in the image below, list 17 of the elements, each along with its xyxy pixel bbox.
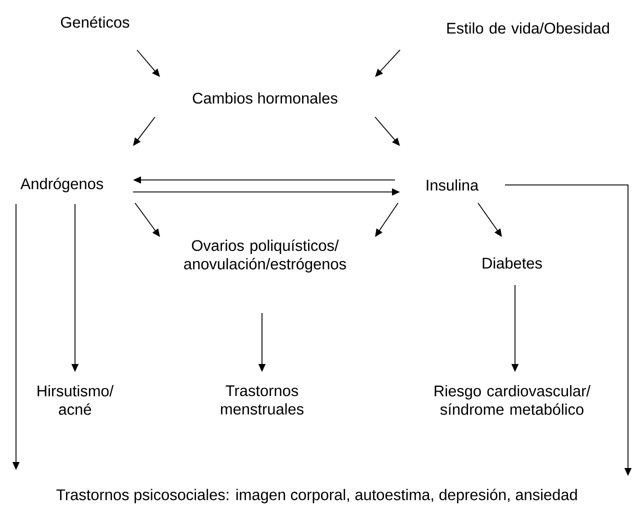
text-label: Ovarios poliquísticos/ anovulación/estrógenos (184, 240, 346, 272)
arrow (134, 202, 160, 237)
arrow (374, 116, 400, 146)
arrow (375, 50, 400, 77)
arrow (136, 50, 160, 77)
text-label: Trastornos psicosociales: imagen corporal, autoestima, depresión, ansiedad (56, 488, 577, 504)
text-label: Genéticos (61, 16, 130, 28)
text-label: Hirsutismo/ acné (38, 385, 114, 415)
text-label: Riesgo cardiovascular/ síndrome metabólico (434, 385, 590, 415)
text-label: Andrógenos (20, 178, 104, 192)
arrow (133, 116, 156, 146)
text-label: Cambios hormonales (192, 92, 338, 104)
arrow (478, 202, 502, 237)
text-label: Diabetes (482, 257, 542, 269)
text-label: Insulina (426, 179, 479, 191)
text-label: Estilo de vida/Obesidad (447, 22, 609, 34)
text-label: Trastornos menstruales (220, 385, 304, 415)
